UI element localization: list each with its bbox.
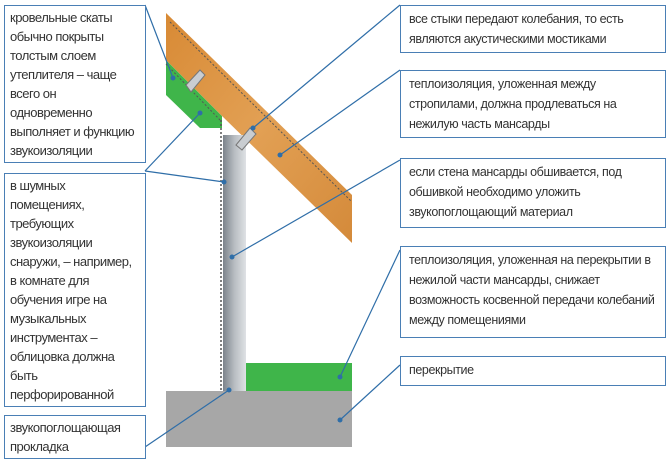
right-callout-column: все стыки передают колебания, то есть яв…: [400, 5, 666, 386]
wall-stud-profile: [223, 135, 246, 391]
callout-floor-slab: перекрытие: [400, 356, 666, 386]
callout-floor-insulation: теплоизоляция, уложенная на перекрытии в…: [400, 246, 666, 338]
leader-dots: [170, 75, 343, 423]
callout-wall-cladding: если стена мансарды обшивается, под обши…: [400, 158, 666, 228]
left-callout-column: кровельные скаты обычно покрыты толстым …: [4, 5, 146, 459]
leader-lines: [144, 4, 401, 448]
rafter-insulation: [166, 60, 222, 128]
callout-perforated-cladding: в шумных помещениях, требующих звукоизол…: [4, 173, 146, 407]
concrete-floor-slab: [166, 391, 352, 447]
callout-roof-insulation: кровельные скаты обычно покрыты толстым …: [4, 5, 146, 163]
callout-sound-absorbing-pad: звукопоглощающая прокладка: [4, 415, 146, 459]
callout-rafter-insulation: теплоизоляция, уложенная между стропилам…: [400, 70, 666, 138]
callout-acoustic-bridges: все стыки передают колебания, то есть яв…: [400, 5, 666, 53]
metal-bracket-icon: [185, 69, 206, 93]
floor-insulation: [245, 363, 352, 391]
metal-bracket-icon: [235, 127, 257, 151]
roof-rafter: [166, 13, 352, 243]
